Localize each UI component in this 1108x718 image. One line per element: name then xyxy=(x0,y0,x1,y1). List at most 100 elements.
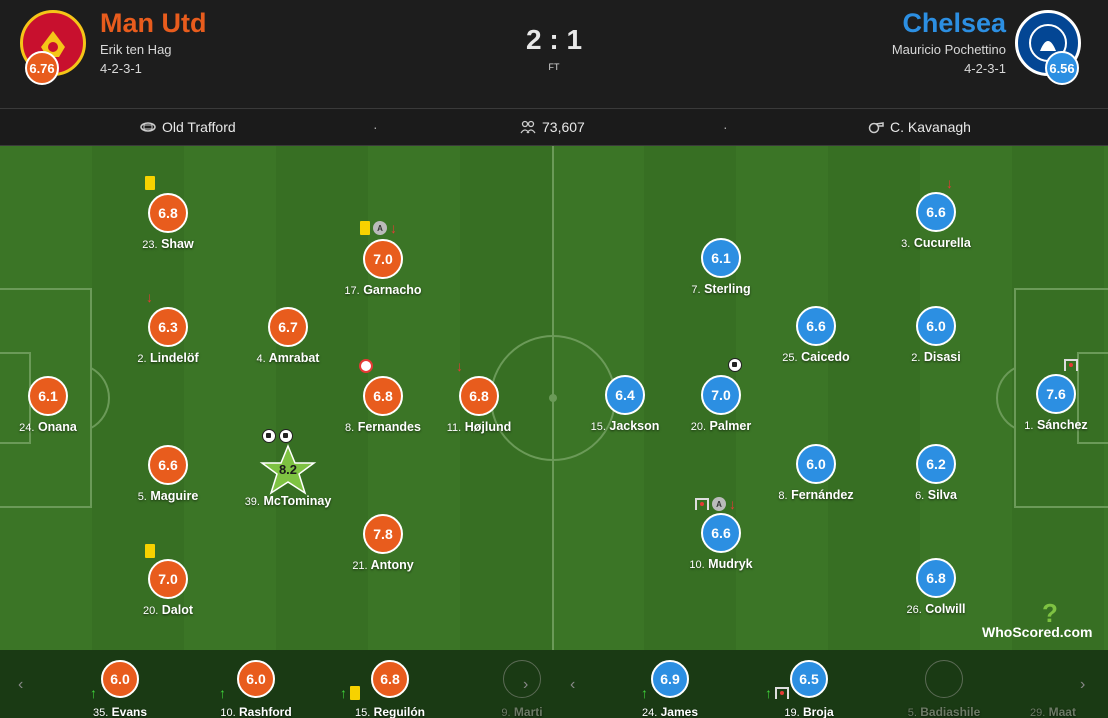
player-name: 15. Reguilón xyxy=(355,705,425,718)
player-name: 10. Rashford xyxy=(220,705,292,718)
bench-player-reguilon[interactable]: 6.8 15. Reguilón xyxy=(335,660,445,718)
player-name: 15. Jackson xyxy=(590,419,660,433)
sub-on-icon: ↑ xyxy=(219,685,226,701)
bench-away-next-button[interactable]: › xyxy=(1080,676,1086,693)
referee-info: C. Kavanagh xyxy=(868,119,971,135)
player-name: 8. Fernández xyxy=(778,488,854,502)
bench-player-evans[interactable]: 6.0 35. Evans xyxy=(65,660,175,718)
dalot-events xyxy=(145,543,155,559)
player-rating: 6.8 xyxy=(459,376,499,416)
player-caicedo[interactable]: 6.6 25. Caicedo xyxy=(756,306,876,364)
referee-name: C. Kavanagh xyxy=(890,119,971,135)
away-team-name[interactable]: Chelsea xyxy=(902,8,1006,38)
player-enzo-fernandez[interactable]: 6.0 8. Fernández xyxy=(756,444,876,502)
crowd-icon xyxy=(520,120,536,134)
bench-player-badiashile[interactable]: 5. Badiashile xyxy=(889,660,999,718)
player-rating: 6.2 xyxy=(916,444,956,484)
player-garnacho[interactable]: 7.0 17. Garnacho xyxy=(323,239,443,297)
player-rating: 6.8 xyxy=(148,193,188,233)
player-rating-empty xyxy=(925,660,963,698)
yellow-card-icon xyxy=(360,221,370,235)
player-name: 1. Sánchez xyxy=(1024,418,1088,432)
home-team-name[interactable]: Man Utd xyxy=(100,8,207,38)
player-rating: 6.8 xyxy=(371,660,409,698)
player-rating: 8.2 xyxy=(278,462,298,477)
sub-off-icon: ↓ xyxy=(946,175,953,191)
bench-home-prev-button[interactable]: ‹ xyxy=(18,676,24,693)
match-score: 2 : 1 xyxy=(525,24,583,55)
bench-away-prev-button[interactable]: ‹ xyxy=(570,676,576,693)
shaw-events xyxy=(145,175,155,191)
man-of-the-match-star-icon: 8.2 xyxy=(258,444,318,496)
rashford-events: ↑ xyxy=(219,686,226,700)
player-amrabat[interactable]: 6.7 4. Amrabat xyxy=(228,307,348,365)
player-shaw[interactable]: 6.8 23. Shaw xyxy=(108,193,228,251)
bench-player-maatsen[interactable]: 29. Maat xyxy=(1030,660,1108,718)
mudryk-events: A ↓ xyxy=(695,496,736,512)
whoscored-logo[interactable]: ? WhoScored.com xyxy=(982,598,1093,640)
player-rating: 6.6 xyxy=(148,445,188,485)
player-jackson[interactable]: 6.4 15. Jackson xyxy=(565,375,685,433)
sub-off-icon: ↓ xyxy=(456,358,463,374)
player-name: 5. Badiashile xyxy=(907,705,981,718)
player-name: 29. Maat xyxy=(1030,705,1076,718)
match-status: FT xyxy=(548,62,560,72)
player-dalot[interactable]: 7.0 20. Dalot xyxy=(108,559,228,617)
player-lindelof[interactable]: 6.3 2. Lindelöf xyxy=(108,307,228,365)
player-name: 2. Lindelöf xyxy=(137,351,199,365)
player-rating: 7.6 xyxy=(1036,374,1076,414)
player-maguire[interactable]: 6.6 5. Maguire xyxy=(108,445,228,503)
assist-icon: A xyxy=(373,221,387,235)
player-cucurella[interactable]: 6.6 3. Cucurella xyxy=(876,192,996,250)
player-name: 23. Shaw xyxy=(142,237,194,251)
player-colwill[interactable]: 6.8 26. Colwill xyxy=(876,558,996,616)
bench-player-james[interactable]: 6.9 24. James xyxy=(615,660,725,718)
player-name: 24. James xyxy=(641,705,698,718)
player-rating: 6.1 xyxy=(701,238,741,278)
player-sterling[interactable]: 6.1 7. Sterling xyxy=(661,238,781,296)
sub-on-icon: ↑ xyxy=(765,685,772,701)
palmer-events xyxy=(728,357,742,373)
player-name: 5. Maguire xyxy=(137,489,199,503)
player-disasi[interactable]: 6.0 2. Disasi xyxy=(876,306,996,364)
player-rating: 6.7 xyxy=(268,307,308,347)
player-palmer[interactable]: 7.0 20. Palmer xyxy=(661,375,781,433)
player-fernandes[interactable]: 6.8 8. Fernandes xyxy=(323,376,443,434)
goal-conceded-icon xyxy=(695,498,709,510)
player-rating: 6.8 xyxy=(916,558,956,598)
player-name: 24. Onana xyxy=(19,420,77,434)
player-name: 21. Antony xyxy=(352,558,414,572)
assist-icon: A xyxy=(712,497,726,511)
player-mctominay[interactable]: 8.2 39. McTominay xyxy=(228,444,348,508)
garnacho-events: A ↓ xyxy=(360,220,397,236)
bench-player-rashford[interactable]: 6.0 10. Rashford xyxy=(201,660,311,718)
sub-on-icon: ↑ xyxy=(641,685,648,701)
player-name: 35. Evans xyxy=(93,705,147,718)
player-mudryk[interactable]: 6.6 10. Mudryk xyxy=(661,513,781,571)
player-rating: 6.0 xyxy=(796,444,836,484)
player-sanchez[interactable]: 7.6 1. Sánchez xyxy=(996,374,1108,432)
player-rating: 6.0 xyxy=(101,660,139,698)
goal-ball-icon xyxy=(262,429,276,443)
player-name: 17. Garnacho xyxy=(344,283,422,297)
player-antony[interactable]: 7.8 21. Antony xyxy=(323,514,443,572)
match-info-bar: Old Trafford · 73,607 · C. Kavanagh xyxy=(0,108,1108,146)
player-hojlund[interactable]: 6.8 11. Højlund xyxy=(419,376,539,434)
mctominay-events xyxy=(262,428,293,444)
james-events: ↑ xyxy=(641,686,648,700)
yellow-card-icon xyxy=(145,176,155,190)
player-rating: 6.9 xyxy=(651,660,689,698)
player-name: 2. Disasi xyxy=(911,350,961,364)
player-name: 19. Broja xyxy=(784,705,834,718)
bench-player-martial[interactable]: 9. Marti xyxy=(467,660,577,718)
player-name: 26. Colwill xyxy=(906,602,966,616)
substitutes-bench: ‹ › ‹ › ↑ 6.0 35. Evans ↑ 6.0 10. Rashfo… xyxy=(0,650,1108,718)
broja-events: ↑ xyxy=(765,686,789,700)
bench-player-broja[interactable]: 6.5 19. Broja xyxy=(754,660,864,718)
player-rating: 6.0 xyxy=(916,306,956,346)
player-silva[interactable]: 6.2 6. Silva xyxy=(876,444,996,502)
player-onana[interactable]: 6.1 24. Onana xyxy=(0,376,108,434)
pitch-markings xyxy=(0,146,1108,650)
whistle-icon xyxy=(868,122,884,134)
player-rating: 7.0 xyxy=(363,239,403,279)
